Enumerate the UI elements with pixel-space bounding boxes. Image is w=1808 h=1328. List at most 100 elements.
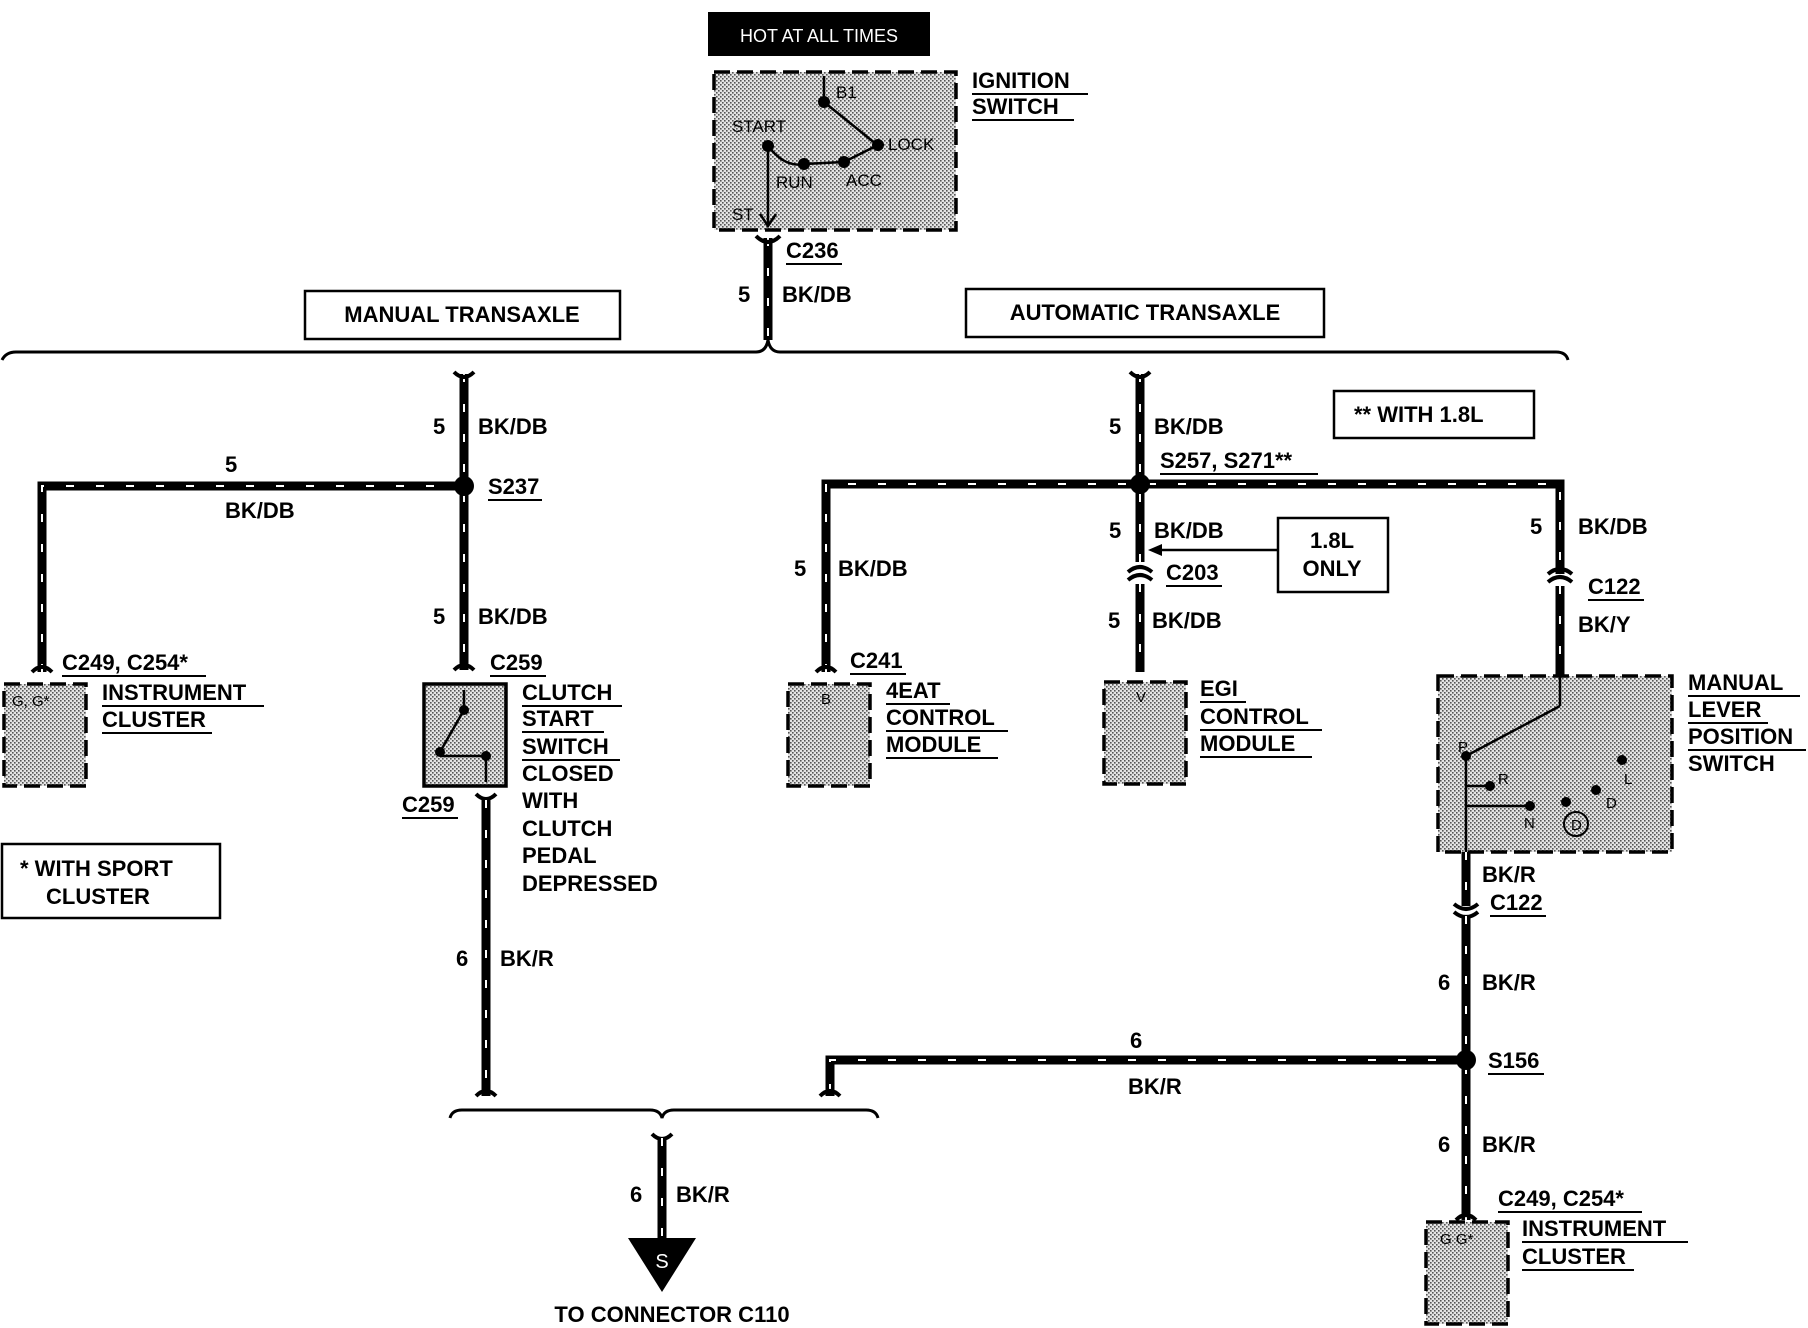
- clutch-note-3: CLUTCH: [522, 816, 612, 841]
- s257-label: S257, S271**: [1160, 448, 1293, 473]
- s257-splice: [1130, 474, 1150, 494]
- svg-text:AUTOMATIC TRANSAXLE: AUTOMATIC TRANSAXLE: [1010, 300, 1281, 325]
- ignition-switch-title-1: IGNITION: [972, 68, 1070, 93]
- ignition-switch-title-2: SWITCH: [972, 94, 1059, 119]
- clutch-note-2: WITH: [522, 788, 578, 813]
- output-wire-color: BK/R: [676, 1182, 730, 1207]
- clutch-title-1: CLUTCH: [522, 680, 612, 705]
- ign-wire-number: 5: [738, 282, 750, 307]
- svg-text:D: D: [1571, 817, 1582, 834]
- svg-text:P: P: [1458, 739, 1468, 756]
- top-split-bracket: [0, 339, 1570, 361]
- c236-label: C236: [786, 238, 839, 263]
- terminal-lock: LOCK: [888, 135, 935, 154]
- manual-left-wire-number: 5: [225, 452, 237, 477]
- mlps-in-wire-color: BK/DB: [1578, 514, 1648, 539]
- svg-text:MANUAL TRANSAXLE: MANUAL TRANSAXLE: [344, 302, 579, 327]
- automatic-transaxle-box: AUTOMATIC TRANSAXLE: [964, 287, 1326, 339]
- s156-splice: [1456, 1050, 1476, 1070]
- c259-bottom-label: C259: [402, 792, 455, 817]
- terminal-start: START: [732, 117, 786, 136]
- svg-text:** WITH 1.8L: ** WITH 1.8L: [1354, 402, 1484, 427]
- eat-title-2: CONTROL: [886, 705, 995, 730]
- to-connector-label: TO CONNECTOR C110: [554, 1302, 789, 1327]
- hot-at-all-times-banner: HOT AT ALL TIMES: [708, 12, 930, 56]
- s156-upper-wire-color: BK/R: [1482, 970, 1536, 995]
- instrument-cluster-left: G, G*: [2, 682, 88, 788]
- clutch-title-3: SWITCH: [522, 734, 609, 759]
- eat-wire-number: 5: [794, 556, 806, 581]
- auto-top-wire-number: 5: [1109, 414, 1121, 439]
- egi-wire-color-1: BK/DB: [1154, 518, 1224, 543]
- s237-splice: [454, 476, 474, 496]
- mlps-title-4: SWITCH: [1688, 751, 1775, 776]
- manual-top-wire-number: 5: [433, 414, 445, 439]
- svg-text:HOT AT ALL TIMES: HOT AT ALL TIMES: [740, 26, 898, 46]
- c203-label: C203: [1166, 560, 1219, 585]
- clutch-note-5: DEPRESSED: [522, 871, 658, 896]
- clutch-note-4: PEDAL: [522, 843, 597, 868]
- left-cluster-title-2: CLUSTER: [102, 707, 206, 732]
- eat-wire-color: BK/DB: [838, 556, 908, 581]
- bottom-join-bracket: [448, 1108, 880, 1119]
- mlps-title-1: MANUAL: [1688, 670, 1783, 695]
- clutch-out-wire-number: 6: [456, 946, 468, 971]
- left-cluster-connectors: C249, C254*: [62, 650, 188, 675]
- manual-top-wire-color: BK/DB: [478, 414, 548, 439]
- right-cluster-connectors: C249, C254*: [1498, 1186, 1624, 1211]
- ign-wire-color: BK/DB: [782, 282, 852, 307]
- mlps-in-wire-number: 5: [1530, 514, 1542, 539]
- s237-label: S237: [488, 474, 539, 499]
- svg-text:1.8L: 1.8L: [1310, 528, 1354, 553]
- svg-text:G G*: G G*: [1440, 1231, 1474, 1248]
- egi-wire-number-1: 5: [1109, 518, 1121, 543]
- s156-horizontal-wire-color: BK/R: [1128, 1074, 1182, 1099]
- egi-title-3: MODULE: [1200, 731, 1295, 756]
- svg-text:V: V: [1136, 689, 1146, 706]
- clutch-note-1: CLOSED: [522, 761, 614, 786]
- manual-left-wire-color: BK/DB: [225, 498, 295, 523]
- terminal-acc: ACC: [846, 171, 882, 190]
- svg-text:N: N: [1524, 815, 1535, 832]
- s156-label: S156: [1488, 1048, 1539, 1073]
- manual-transaxle-box: MANUAL TRANSAXLE: [303, 289, 622, 341]
- clutch-title-2: START: [522, 706, 594, 731]
- terminal-st: ST: [732, 205, 754, 224]
- svg-text:D: D: [1606, 795, 1617, 812]
- ignition-switch: B1 START LOCK RUN ACC ST: [712, 70, 958, 232]
- right-cluster-title-2: CLUSTER: [1522, 1244, 1626, 1269]
- mlps-out-color: BK/R: [1482, 862, 1536, 887]
- manual-mid-wire-number: 5: [433, 604, 445, 629]
- s156-lower-wire-number: 6: [1438, 1132, 1450, 1157]
- svg-text:B: B: [821, 691, 831, 708]
- c241-label: C241: [850, 648, 903, 673]
- s156-lower-wire-color: BK/R: [1482, 1132, 1536, 1157]
- c259-top-label: C259: [490, 650, 543, 675]
- egi-wire-number-2: 5: [1108, 608, 1120, 633]
- svg-text:R: R: [1498, 771, 1509, 788]
- egi-wire-color-2: BK/DB: [1152, 608, 1222, 633]
- only-1-8l-note: 1.8L ONLY: [1276, 516, 1390, 594]
- eat-control-module: B: [786, 682, 872, 788]
- clutch-out-wire-color: BK/R: [500, 946, 554, 971]
- s156-horizontal-wire-number: 6: [1130, 1028, 1142, 1053]
- svg-text:ONLY: ONLY: [1302, 556, 1361, 581]
- egi-title-2: CONTROL: [1200, 704, 1309, 729]
- terminal-run: RUN: [776, 173, 813, 192]
- mlps-title-2: LEVER: [1688, 697, 1761, 722]
- terminal-b1: B1: [836, 83, 857, 102]
- egi-control-module: V: [1102, 680, 1188, 786]
- auto-top-wire-color: BK/DB: [1154, 414, 1224, 439]
- manual-lever-position-switch: P R N D D L: [1436, 674, 1674, 854]
- connector-s-arrow: S: [628, 1238, 696, 1292]
- egi-title-1: EGI: [1200, 676, 1238, 701]
- sport-cluster-note: * WITH SPORT CLUSTER: [0, 842, 222, 920]
- svg-text:L: L: [1624, 771, 1632, 788]
- manual-mid-wire-color: BK/DB: [478, 604, 548, 629]
- mlps-title-3: POSITION: [1688, 724, 1793, 749]
- c122-bottom-label: C122: [1490, 890, 1543, 915]
- output-wire-number: 6: [630, 1182, 642, 1207]
- s156-upper-wire-number: 6: [1438, 970, 1450, 995]
- svg-text:CLUSTER: CLUSTER: [46, 884, 150, 909]
